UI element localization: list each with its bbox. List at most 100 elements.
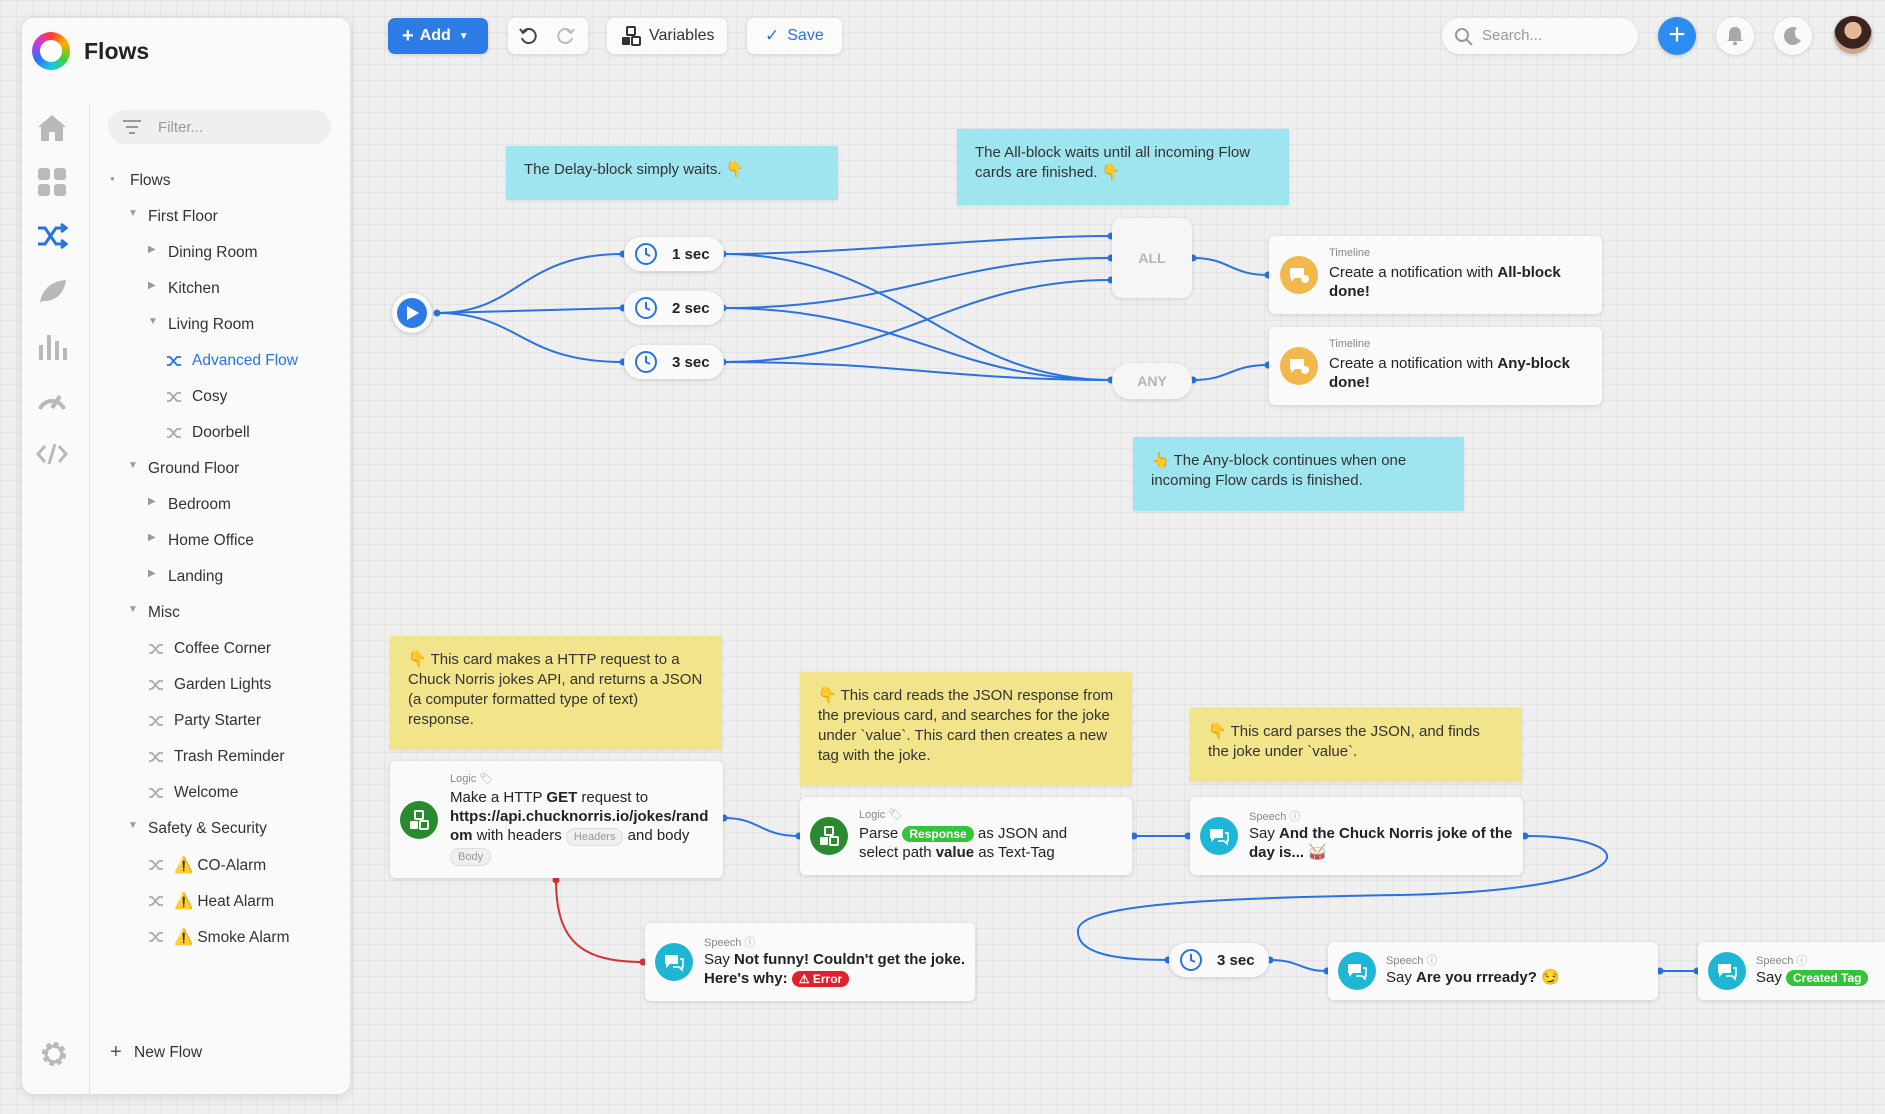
timeline-icon	[1280, 347, 1318, 385]
flow-icon	[167, 392, 181, 402]
flows-icon[interactable]	[34, 218, 70, 254]
speech-card-joke-intro[interactable]: Speech ⓘ Say And the Chuck Norris joke o…	[1190, 797, 1523, 875]
flow-start-button[interactable]	[392, 293, 432, 333]
speech-card-ready[interactable]: Speech ⓘ Say Are you rrready? 😏	[1328, 942, 1658, 1000]
logic-icon	[810, 817, 848, 855]
clock-icon	[1180, 949, 1202, 971]
error-tag[interactable]: ⚠ Error	[791, 971, 850, 987]
info-icon: ⓘ	[1796, 955, 1808, 967]
play-icon	[397, 298, 427, 328]
info-icon: ⓘ	[1426, 955, 1438, 967]
insights-icon[interactable]	[34, 328, 70, 364]
flow-icon	[149, 860, 163, 870]
any-block[interactable]: ANY	[1112, 363, 1192, 399]
delay-card-2[interactable]: 2 sec	[624, 291, 724, 325]
speech-icon	[655, 943, 693, 981]
notifications-button[interactable]	[1716, 17, 1754, 55]
settings-gear-icon[interactable]	[36, 1036, 72, 1072]
home-icon[interactable]	[34, 110, 70, 146]
speedometer-icon[interactable]	[34, 382, 70, 418]
tag-icon: 🏷	[888, 809, 903, 821]
bullet-icon: ●	[110, 174, 115, 183]
chevron-down-icon: ▼	[128, 604, 138, 615]
timeline-card-any[interactable]: Timeline Create a notification with Any-…	[1269, 327, 1602, 405]
headers-tag[interactable]: Headers	[565, 828, 624, 846]
search-input[interactable]: Search...	[1442, 18, 1638, 54]
chevron-right-icon: ▶	[148, 568, 156, 579]
undo-redo-group	[508, 18, 588, 54]
info-icon: ⓘ	[1289, 811, 1301, 823]
add-button[interactable]: + Add ▼	[388, 18, 488, 54]
timeline-card-all[interactable]: Timeline Create a notification with All-…	[1269, 236, 1602, 314]
flow-icon	[149, 932, 163, 942]
filter-input[interactable]: Filter...	[108, 110, 331, 144]
note-http-request[interactable]: 👇 This card makes a HTTP request to a Ch…	[390, 636, 722, 750]
flow-icon	[167, 428, 181, 438]
chevron-right-icon: ▶	[148, 244, 156, 255]
app-title: Flows	[84, 38, 150, 64]
warning-icon: ⚠️	[174, 929, 194, 946]
moon-icon	[1783, 27, 1801, 46]
note-delay[interactable]: The Delay-block simply waits. 👇	[506, 146, 838, 200]
speech-icon	[1338, 952, 1376, 990]
search-icon	[1455, 28, 1473, 46]
flow-icon	[149, 716, 163, 726]
chevron-right-icon: ▶	[148, 532, 156, 543]
energy-icon[interactable]	[34, 273, 70, 309]
flow-icon	[149, 896, 163, 906]
delay-card-4[interactable]: 3 sec	[1169, 943, 1269, 977]
variables-button[interactable]: Variables	[607, 18, 727, 54]
homey-logo	[32, 32, 70, 70]
tag-icon: 🏷	[479, 773, 494, 785]
chevron-down-icon: ▼	[458, 30, 469, 42]
body-tag[interactable]: Body	[450, 848, 492, 866]
response-tag[interactable]: Response	[902, 826, 974, 842]
dark-mode-button[interactable]	[1774, 17, 1812, 55]
flow-icon	[167, 356, 181, 366]
save-button[interactable]: ✓ Save	[747, 18, 842, 54]
chevron-down-icon: ▼	[128, 208, 138, 219]
create-plus-button[interactable]: +	[1658, 17, 1696, 55]
redo-icon[interactable]	[556, 26, 576, 51]
bell-icon	[1727, 27, 1743, 46]
speech-icon	[1200, 817, 1238, 855]
sidebar-divider	[89, 104, 90, 1094]
filter-icon	[123, 120, 141, 134]
warning-icon: ⚠️	[174, 893, 194, 910]
checkmark-icon: ✓	[765, 26, 780, 45]
speech-icon	[1708, 952, 1746, 990]
delay-card-3[interactable]: 3 sec	[624, 345, 724, 379]
plus-icon: +	[402, 24, 414, 47]
code-icon[interactable]	[34, 436, 70, 472]
warning-icon: ⚠️	[174, 857, 194, 874]
speech-card-error[interactable]: Speech ⓘ Say Not funny! Couldn't get the…	[645, 923, 975, 1001]
dashboard-icon[interactable]	[34, 164, 70, 200]
plus-icon: +	[110, 1041, 122, 1063]
speech-card-created-tag[interactable]: Speech ⓘ Say Created Tag	[1698, 942, 1885, 1000]
flow-icon	[149, 788, 163, 798]
note-all-block[interactable]: The All-block waits until all incoming F…	[957, 129, 1289, 205]
note-json-response[interactable]: 👇 This card reads the JSON response from…	[800, 672, 1132, 786]
sidebar: Flows Filter... ● Flows ▼ First Floor ▶ …	[22, 18, 350, 1094]
note-any-block[interactable]: 👆 The Any-block continues when one incom…	[1133, 437, 1464, 511]
info-icon: ⓘ	[744, 937, 756, 949]
undo-icon[interactable]	[518, 26, 538, 51]
plus-icon: +	[1668, 18, 1686, 51]
logic-icon	[400, 801, 438, 839]
user-avatar[interactable]	[1834, 16, 1872, 54]
flow-icon	[149, 752, 163, 762]
chevron-down-icon: ▼	[128, 460, 138, 471]
clock-icon	[635, 297, 657, 319]
delay-card-1[interactable]: 1 sec	[624, 237, 724, 271]
clock-icon	[635, 243, 657, 265]
timeline-icon	[1280, 256, 1318, 294]
filter-placeholder: Filter...	[158, 119, 204, 136]
all-block[interactable]: ALL	[1112, 218, 1192, 298]
created-tag[interactable]: Created Tag	[1786, 970, 1869, 986]
clock-icon	[635, 351, 657, 373]
chevron-down-icon: ▼	[148, 316, 158, 327]
chevron-right-icon: ▶	[148, 280, 156, 291]
note-json-parse[interactable]: 👇 This card parses the JSON, and finds t…	[1190, 708, 1522, 782]
